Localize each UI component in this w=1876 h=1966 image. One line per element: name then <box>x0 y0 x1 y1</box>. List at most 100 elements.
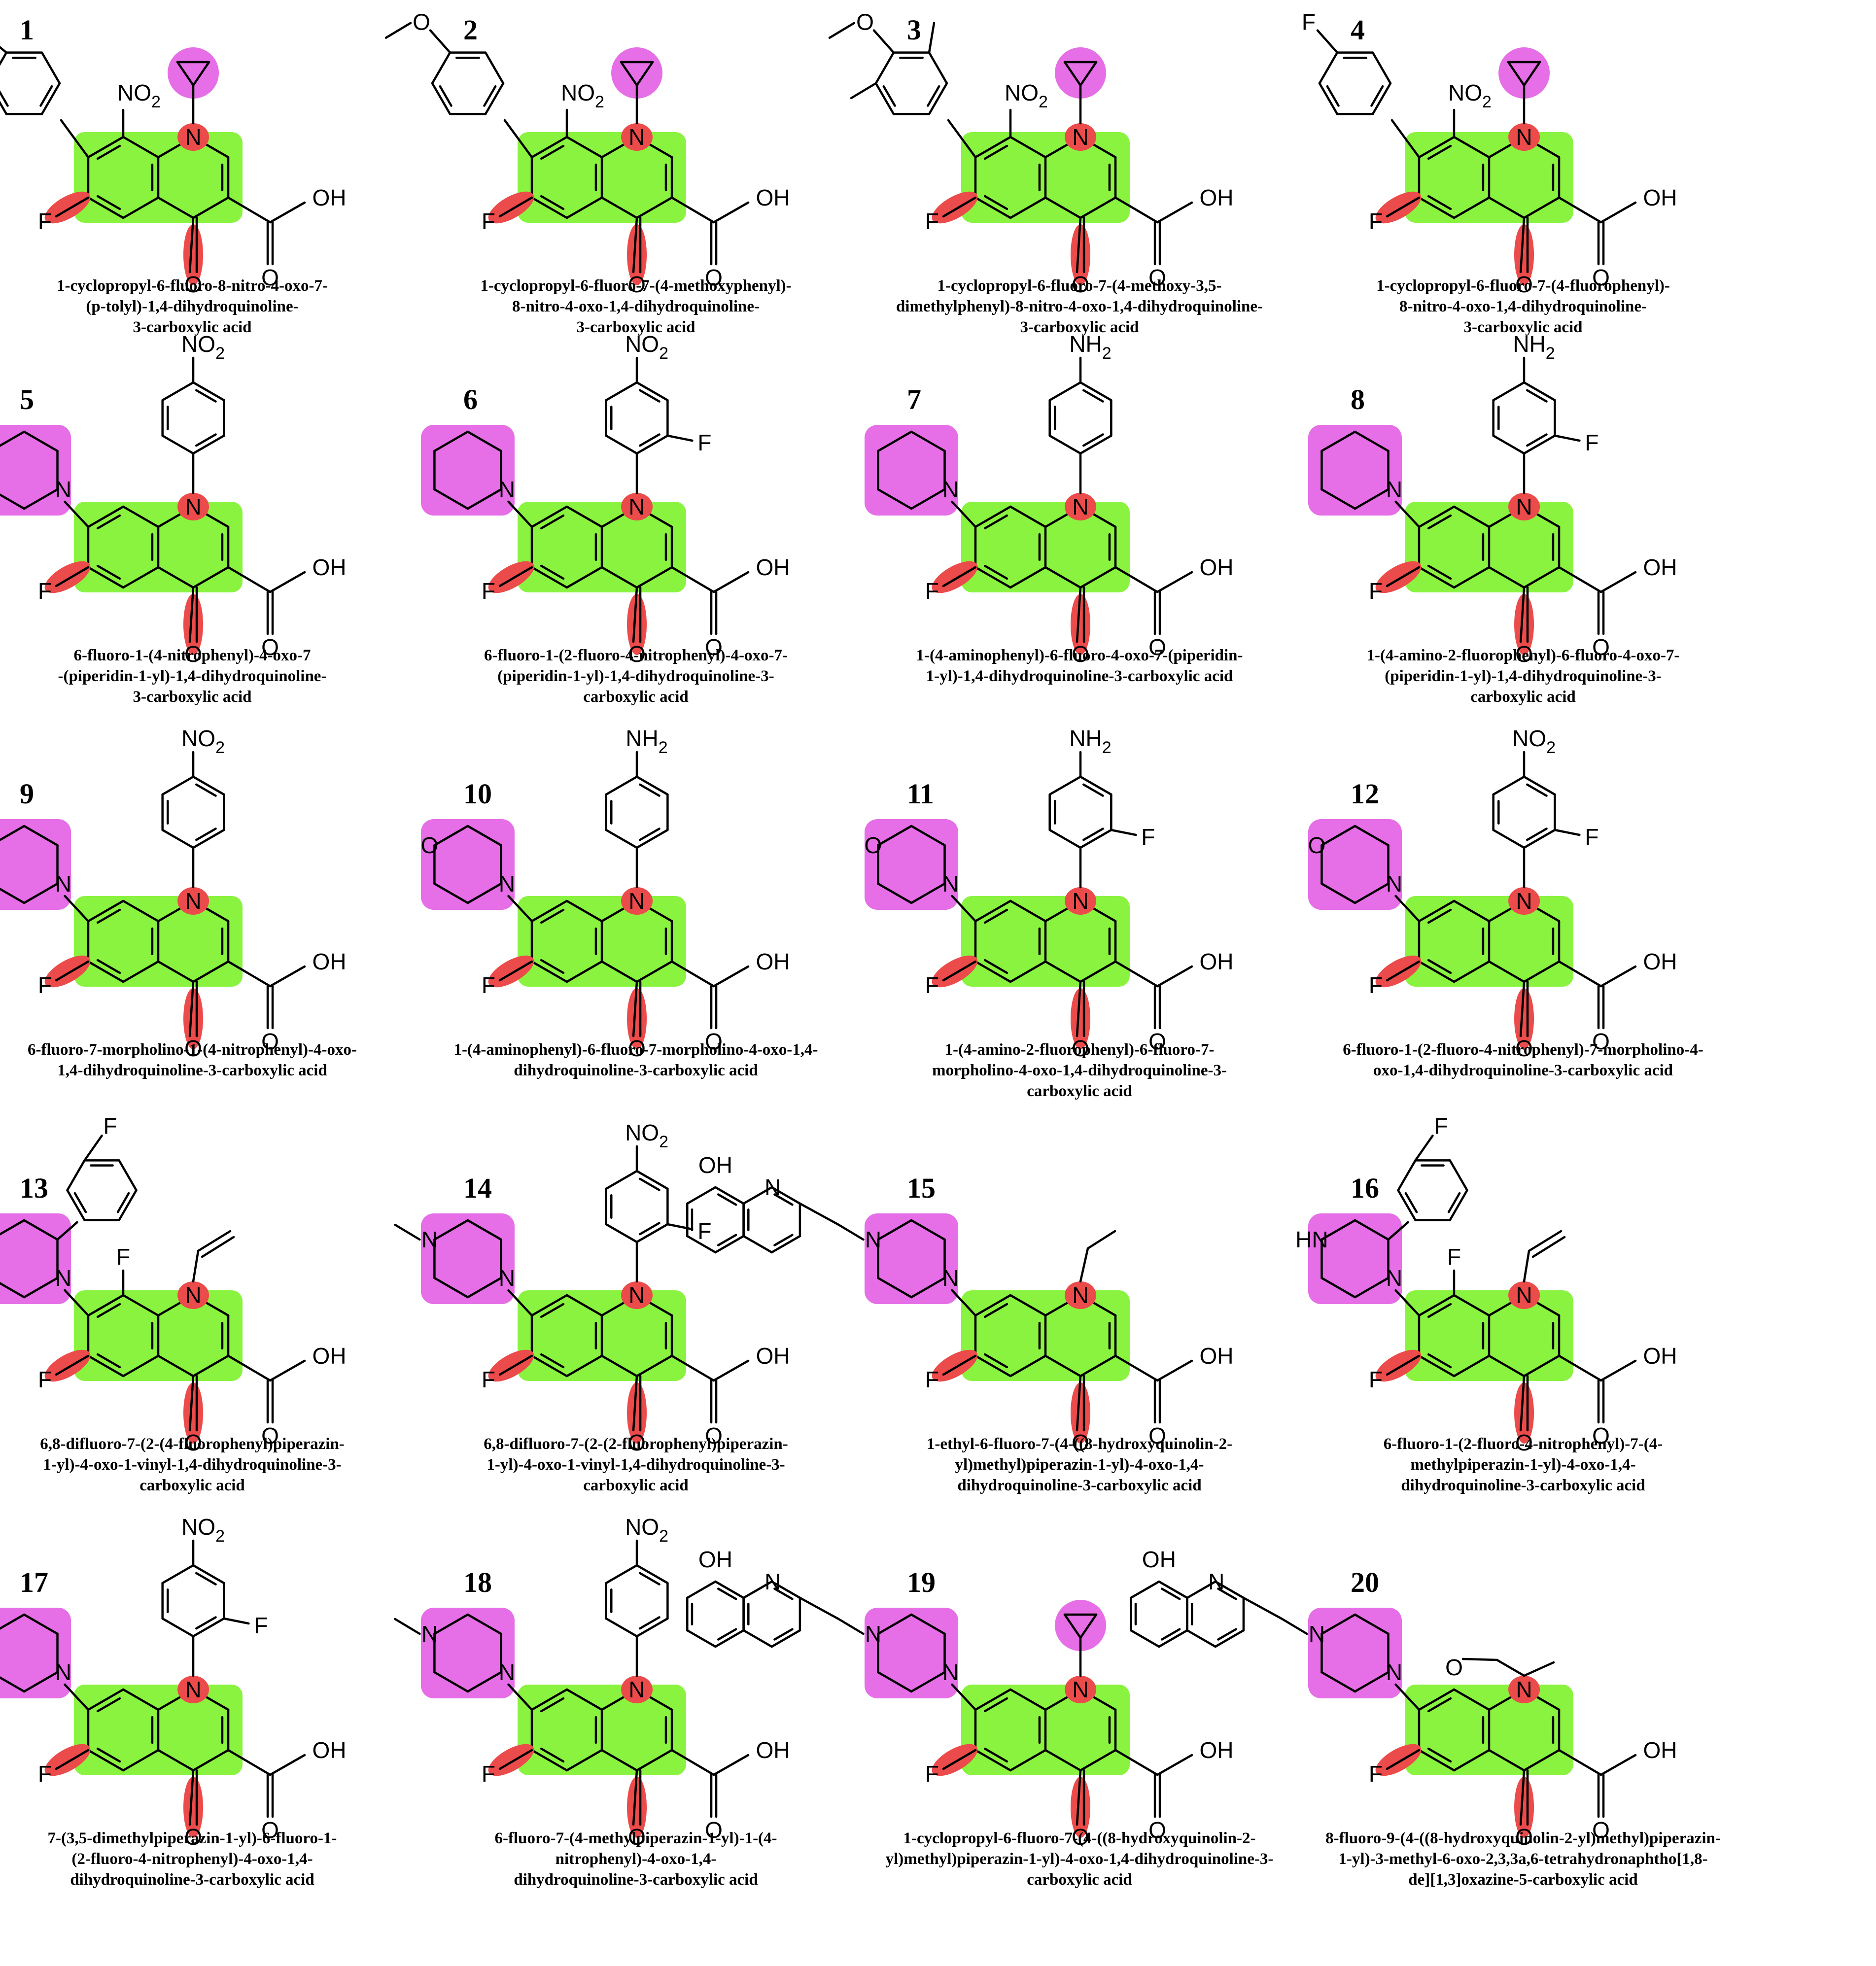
c7-ring-bond <box>1394 1683 1421 1711</box>
bond <box>910 1219 946 1241</box>
double-bond <box>1526 783 1548 797</box>
bond <box>600 566 638 589</box>
double-bond <box>540 1697 565 1713</box>
c4-oxo-label: O <box>628 641 646 667</box>
bond <box>1488 196 1526 219</box>
c6-fluoro-bond <box>942 960 977 982</box>
piperazine-aryl-f-label: F <box>103 1113 117 1138</box>
acid-oh-label: OH <box>313 949 347 974</box>
c3-acid-bond <box>1114 1749 1159 1776</box>
c4-oxo-highlight <box>627 988 647 1049</box>
cyclopropyl-highlight <box>611 47 663 99</box>
c3-acid-bond <box>227 1354 272 1382</box>
bond <box>484 82 505 115</box>
double-bond <box>1404 1192 1418 1213</box>
bond <box>877 1613 913 1635</box>
double-bond <box>1082 828 1104 841</box>
bond <box>530 196 568 219</box>
cyclopropyl-highlight <box>1055 47 1107 99</box>
bond <box>157 566 195 589</box>
bond <box>1418 196 1456 219</box>
c7-ring-n-label: N <box>942 1265 959 1291</box>
ethyl-bond <box>1079 1247 1089 1283</box>
bond <box>565 1688 603 1711</box>
bond <box>1079 1354 1117 1378</box>
n1-highlight <box>1065 493 1097 520</box>
c4-oxo-label: O <box>1072 1824 1089 1850</box>
compound-name-line: carboxylic acid <box>1027 1871 1132 1889</box>
n1-highlight <box>1508 1676 1540 1703</box>
bond <box>877 488 913 510</box>
n1-label: N <box>1516 888 1532 914</box>
double-bond <box>1427 144 1452 160</box>
c6-fluoro-bond <box>498 566 533 587</box>
compound-number: 20 <box>1351 1566 1379 1598</box>
c7-saturated-ring <box>877 430 946 510</box>
benzo-ring <box>530 899 603 983</box>
bond <box>161 1617 195 1638</box>
bond <box>466 430 502 452</box>
bond <box>1418 899 1456 923</box>
compound-number: 10 <box>463 778 492 810</box>
c3-acid-bond <box>1114 1354 1159 1382</box>
c4-oxo-bond <box>1519 980 1526 1037</box>
n1-aryl-ring <box>1492 775 1556 849</box>
bond <box>1418 505 1456 528</box>
bond <box>0 888 26 904</box>
bond <box>635 566 673 589</box>
c7-ring-highlight <box>420 819 515 910</box>
bond <box>1079 381 1112 402</box>
c4-oxo-highlight <box>1071 1777 1091 1838</box>
bond <box>40 51 61 85</box>
bond <box>0 825 26 841</box>
c6-fluoro-bond <box>1386 566 1421 587</box>
acid-oh-label: OH <box>1200 1737 1234 1763</box>
bond <box>1523 434 1556 455</box>
bond <box>742 1235 773 1254</box>
double-bond <box>717 1587 737 1600</box>
compound-number: 14 <box>463 1172 492 1204</box>
bond <box>23 1219 59 1241</box>
c6-fluoro-label: F <box>38 1761 52 1787</box>
c4-oxo-label: O <box>1515 641 1533 667</box>
c4-oxo-label: O <box>628 1035 646 1061</box>
bond <box>530 1688 568 1711</box>
bond <box>1418 1688 1456 1711</box>
c3-acid-bond <box>227 1749 272 1776</box>
c4-oxo-bond <box>188 1375 195 1432</box>
bond <box>635 960 673 983</box>
bond <box>23 1613 59 1635</box>
double-bond <box>195 1572 217 1586</box>
c7-ring-bond <box>507 1289 533 1317</box>
compound-4: NOOHOFFNO241-cyclopropyl-6-fluoro-7-(4-f… <box>1302 9 1677 336</box>
acid-oh-bond <box>1599 1754 1637 1776</box>
piperazine-n-substituent <box>394 1223 421 1241</box>
bond <box>974 960 1012 983</box>
bond <box>600 1354 638 1378</box>
c8-fluoro-label: F <box>1447 1244 1461 1270</box>
acid-oh-label: OH <box>1643 949 1677 974</box>
bond <box>1453 566 1491 589</box>
compound-number: 5 <box>20 383 34 415</box>
n1-label: N <box>185 124 201 150</box>
double-bond <box>1427 908 1452 924</box>
c6-fluoro-label: F <box>1369 1761 1383 1787</box>
compound-name-line: dihydroquinoline-3-carboxylic acid <box>514 1062 758 1079</box>
bond <box>192 196 230 219</box>
c7-ring-bond <box>951 895 977 923</box>
vinyl-bond <box>1523 1249 1530 1283</box>
compound-name-line: dihydroquinoline-3-carboxylic acid <box>957 1477 1201 1494</box>
c7-ring-highlight <box>864 819 958 910</box>
c4-oxo-label: O <box>184 641 202 667</box>
n1-label: N <box>185 1282 201 1308</box>
compound-name-line: oxo-1,4-dihydroquinoline-3-carboxylic ac… <box>1373 1062 1673 1079</box>
bond <box>1371 82 1392 115</box>
double-bond <box>773 1587 794 1600</box>
bond <box>1320 1276 1356 1299</box>
acid-o-label: O <box>1592 1029 1610 1054</box>
acid-oh-label: OH <box>313 1343 347 1369</box>
piperazine-aryl-bond <box>1387 1221 1409 1241</box>
c4-oxo-bond <box>1519 1375 1526 1432</box>
c7-ring-highlight <box>1308 1213 1402 1304</box>
piperazine-n4-label: N <box>865 1621 881 1647</box>
